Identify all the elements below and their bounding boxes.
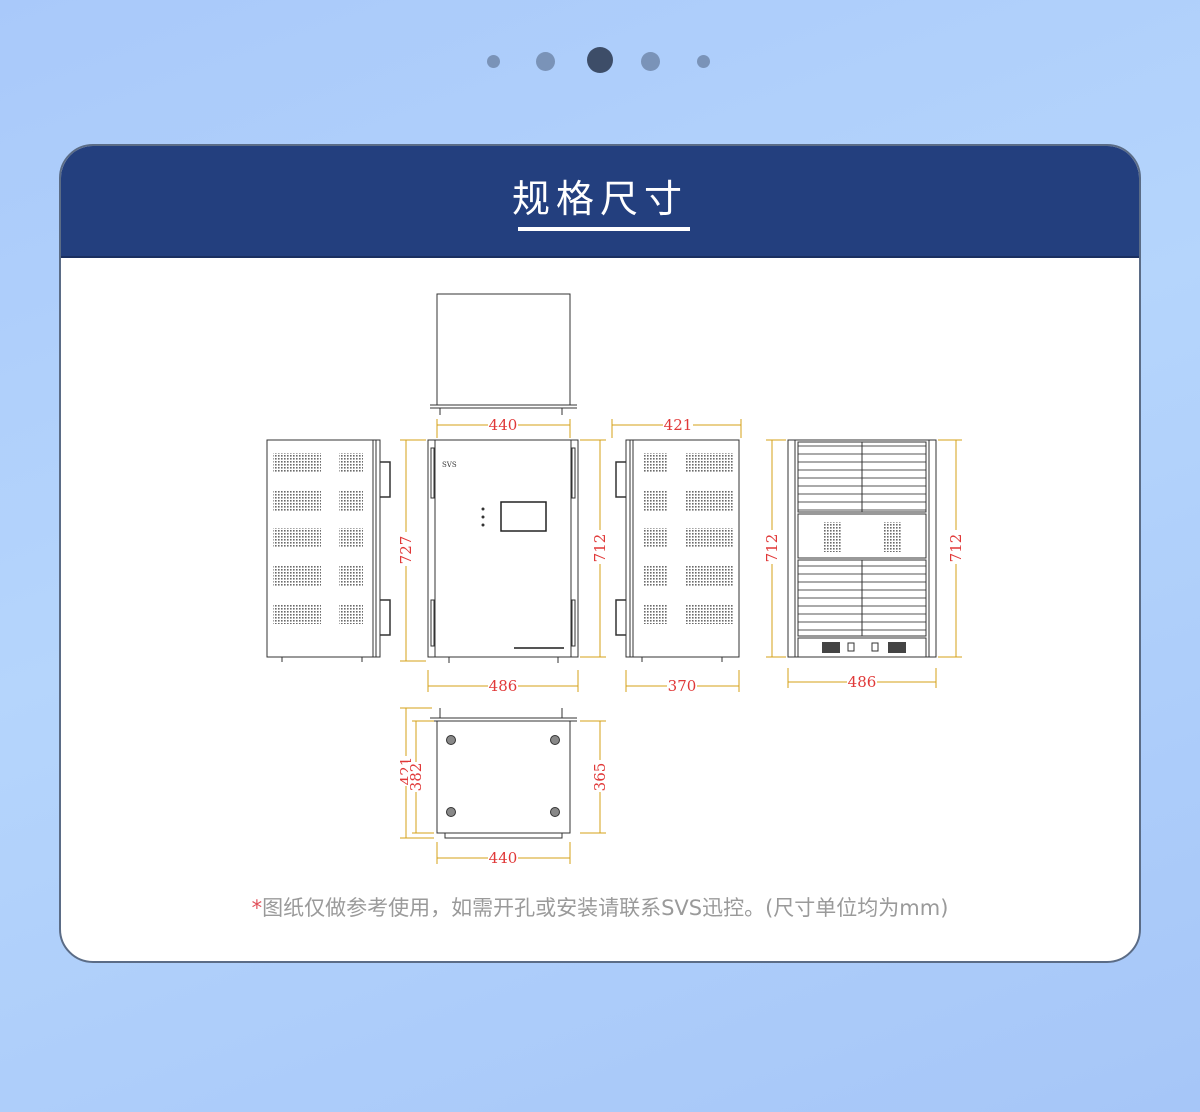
top-view <box>430 293 577 415</box>
dimension-drawing: SVS <box>266 293 965 867</box>
vent-grilles-right <box>643 453 733 624</box>
pagination-dot-active[interactable] <box>587 47 613 73</box>
card-title: 规格尺寸 <box>511 177 688 221</box>
dim-front-height-left: 727 <box>397 536 415 565</box>
dim-front-bottom-width: 486 <box>489 677 518 695</box>
dim-front-height-right: 712 <box>591 534 609 563</box>
spec-card: 规格尺寸 <box>59 144 1141 963</box>
dim-bottom-depth-inner: 382 <box>407 763 425 792</box>
rear-view <box>787 439 937 658</box>
right-side-view <box>615 439 740 662</box>
dim-bottom-depth-right: 365 <box>591 763 609 792</box>
brand-label: SVS <box>442 461 457 469</box>
pagination-dot[interactable] <box>641 52 660 71</box>
footnote-text: 图纸仅做参考使用，如需开孔或安装请联系SVS迅控。(尺寸单位均为mm) <box>262 896 949 920</box>
pagination-dot[interactable] <box>536 52 555 71</box>
dim-rear-bottom-width: 486 <box>848 673 877 691</box>
title-underline <box>518 227 690 231</box>
card-header: 规格尺寸 <box>61 146 1139 258</box>
dim-side-top-width: 421 <box>664 416 693 434</box>
dimension-labels: 440 727 712 486 421 370 712 712 486 421 … <box>397 416 965 867</box>
dim-bottom-width: 440 <box>489 849 518 867</box>
dim-rear-height-left: 712 <box>763 534 781 563</box>
dim-front-top-width: 440 <box>489 416 518 434</box>
footnote: *图纸仅做参考使用，如需开孔或安装请联系SVS迅控。(尺寸单位均为mm) <box>61 892 1139 922</box>
left-side-view <box>266 439 391 662</box>
pagination-dot[interactable] <box>697 55 710 68</box>
front-view: SVS <box>427 439 579 663</box>
dim-side-bottom-width: 370 <box>668 677 697 695</box>
dim-rear-height-right: 712 <box>947 534 965 563</box>
vent-grilles-left <box>273 453 363 624</box>
bottom-view <box>430 708 577 839</box>
carousel-pagination <box>0 0 1200 120</box>
footnote-star: * <box>251 896 263 920</box>
pagination-dot[interactable] <box>487 55 500 68</box>
